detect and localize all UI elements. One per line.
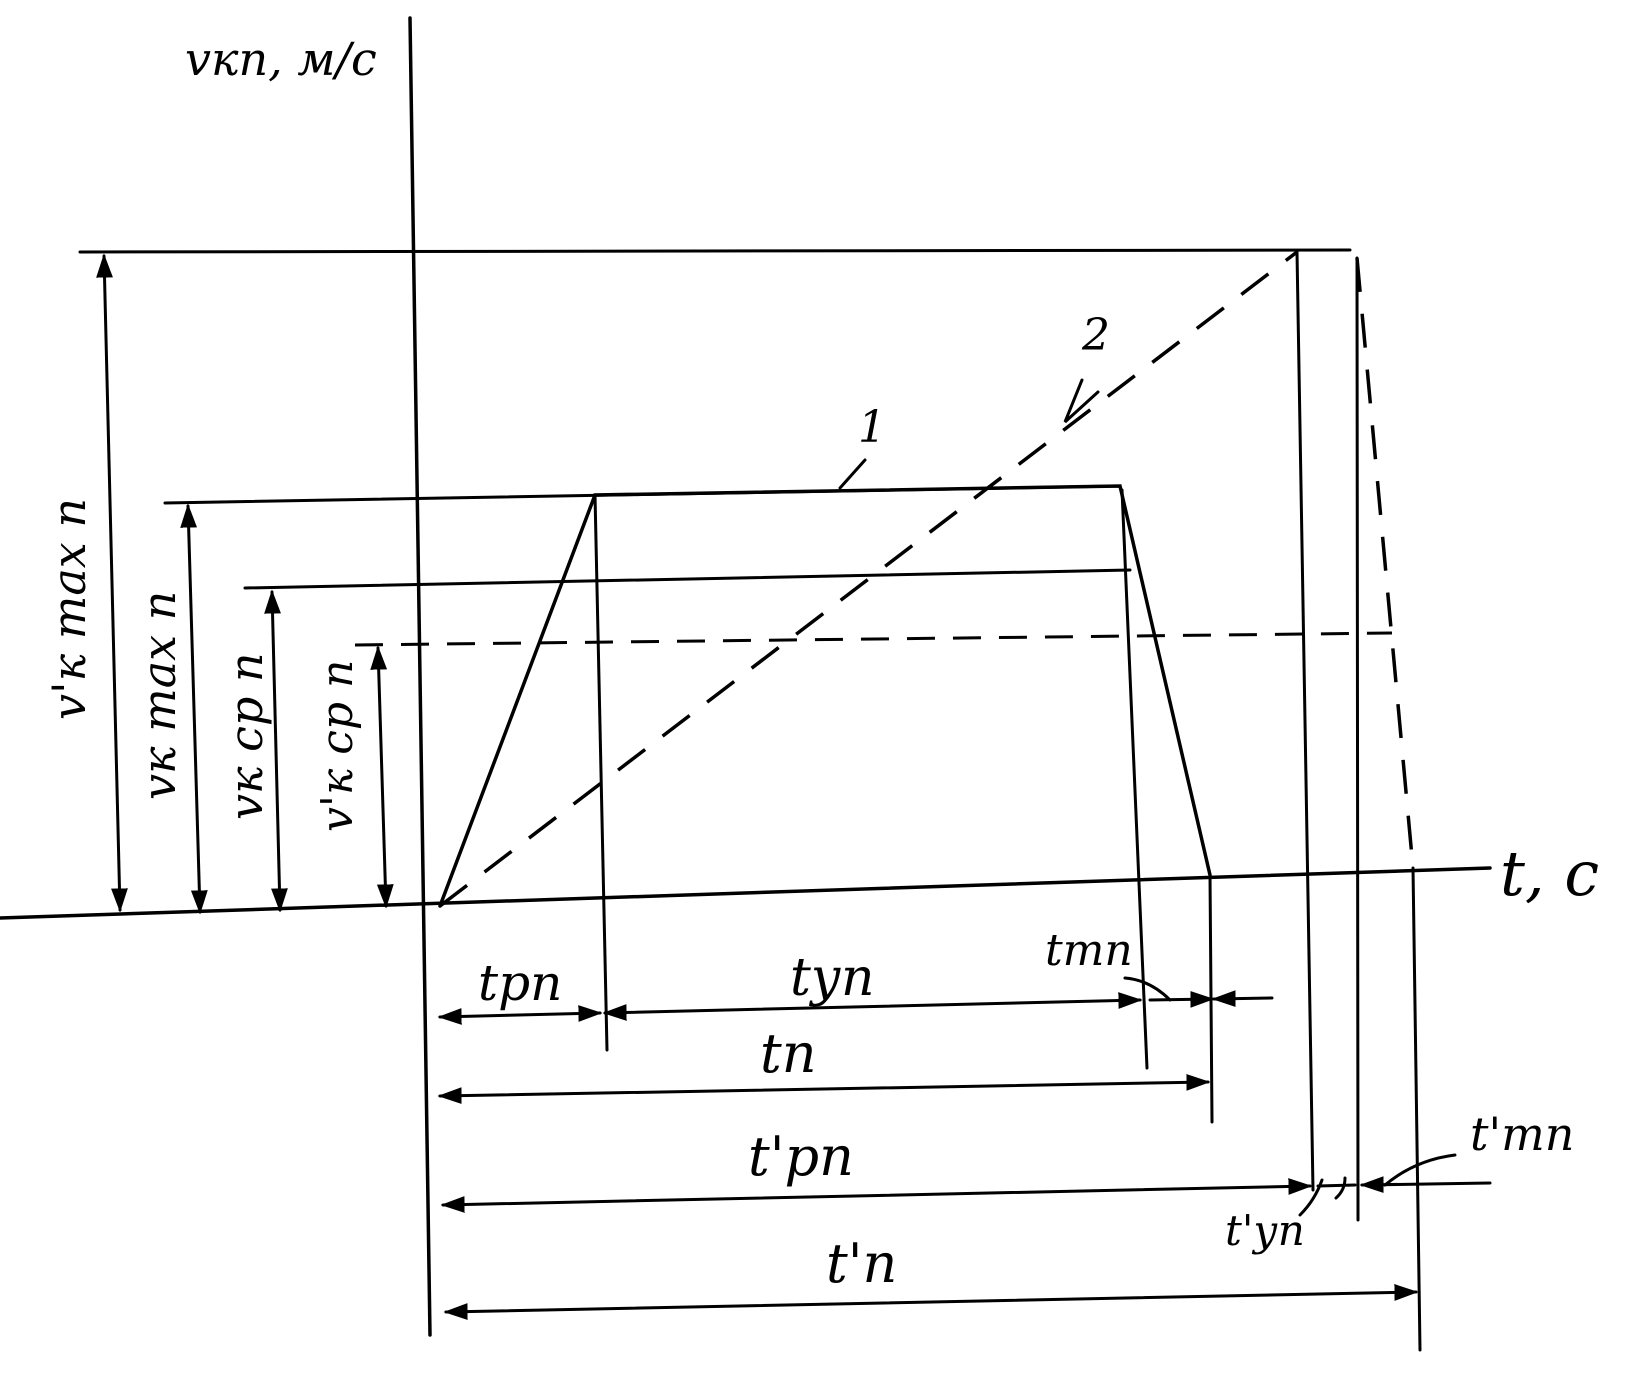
curve-2-rise	[438, 250, 1299, 908]
dim-arrow-t-p	[437, 1073, 1211, 1105]
x-axis-label: t, с	[1500, 837, 1599, 910]
dim-arrow-v-avg	[264, 589, 288, 913]
leader-t-tp	[1123, 976, 1172, 1002]
x-axis-line	[0, 866, 1492, 920]
curve-1-label: 1	[858, 402, 886, 453]
label-v-max: vк max п	[132, 591, 186, 800]
ext-line-t-up-prime	[1355, 256, 1360, 1222]
leader-curve-1	[838, 458, 867, 490]
label-v-avg-prime: v'к ср п	[312, 660, 363, 832]
label-t-rp: tрп	[478, 954, 562, 1012]
curve-1-trapezoid	[438, 484, 1212, 908]
leader-t-up-prime-a	[1298, 1178, 1324, 1217]
ext-line-t-p-prime	[1411, 866, 1422, 1352]
curve-2-label: 2	[1081, 310, 1110, 361]
label-t-p: tп	[760, 1022, 816, 1085]
dim-arrow-v-avg-prime	[370, 645, 394, 909]
y-axis-label: vкп, м/с	[185, 32, 377, 86]
dim-arrow-t-up	[602, 992, 1143, 1021]
leader-curve-2	[1063, 378, 1100, 424]
label-t-p-prime: t'п	[826, 1232, 897, 1295]
dim-arrow-t-tp-prime	[1359, 1176, 1492, 1194]
dim-arrow-t-p-prime	[443, 1284, 1419, 1320]
level-line-v-avg-prime	[354, 631, 1393, 647]
curve-2-fall	[1355, 257, 1415, 869]
label-v-avg: vк ср п	[219, 652, 273, 820]
dim-arrow-t-rp-prime	[440, 1178, 1313, 1213]
label-t-up: tуп	[790, 948, 875, 1008]
level-line-v-avg	[243, 568, 1132, 590]
dim-arrow-t-rp	[437, 1005, 603, 1025]
label-t-tp: tтп	[1045, 925, 1133, 976]
leader-t-up-prime-b	[1334, 1176, 1347, 1200]
label-t-up-prime: t'уп	[1225, 1206, 1305, 1255]
dim-line-t-up-prime	[1316, 1183, 1357, 1188]
ext-line-t-up	[1120, 488, 1149, 1070]
y-axis-line	[408, 16, 432, 1337]
label-t-rp-prime: t'рп	[748, 1125, 854, 1188]
dim-arrow-t-tp-left	[1148, 990, 1215, 1008]
dim-arrow-t-tp-right	[1211, 990, 1274, 1008]
leader-t-tp-prime	[1383, 1153, 1457, 1187]
dim-arrow-v-max-prime	[96, 253, 128, 913]
level-line-v-max-prime	[78, 248, 1352, 254]
dim-arrow-v-max	[180, 503, 208, 915]
label-v-max-prime: v'к max п	[42, 498, 96, 720]
ext-line-t-rp-prime	[1295, 250, 1315, 1192]
ext-line-t-rp	[593, 493, 609, 1052]
label-t-tp-prime: t'тп	[1470, 1107, 1574, 1161]
